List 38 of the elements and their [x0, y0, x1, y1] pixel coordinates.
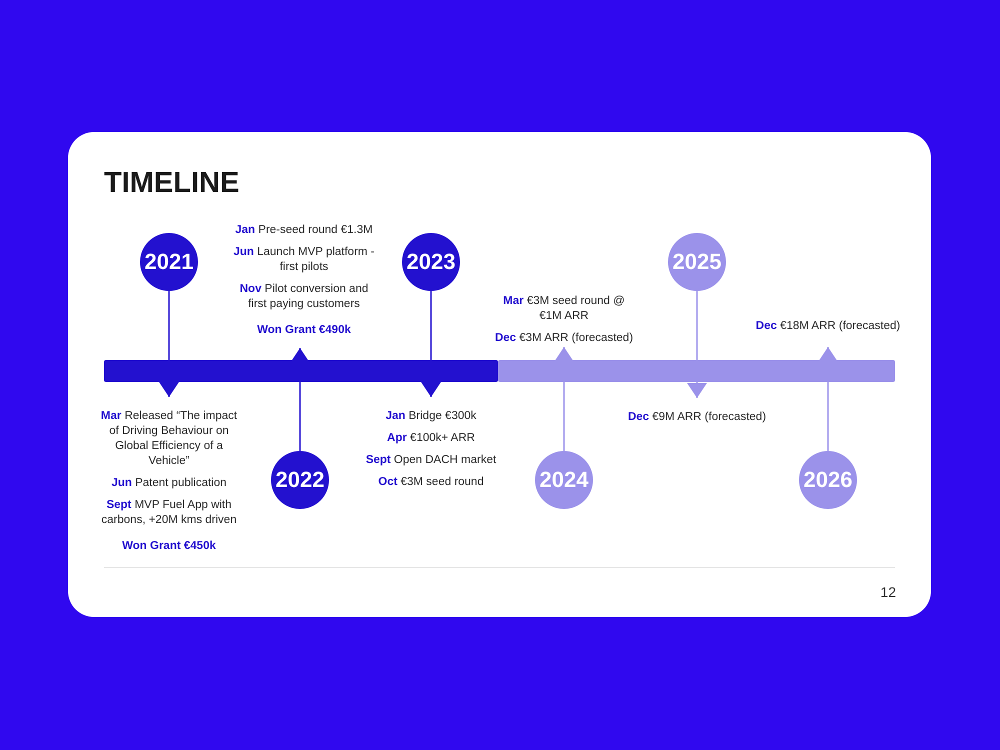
pointer-arrow — [421, 382, 441, 397]
connector-line — [827, 382, 829, 451]
year-label: 2025 — [672, 249, 722, 275]
connector-line — [168, 291, 170, 360]
milestone-text: Jan Bridge €300k — [384, 409, 478, 424]
connector-line — [430, 291, 432, 360]
year-label: 2021 — [144, 249, 194, 275]
year-label: 2026 — [804, 467, 852, 493]
milestone-text: Jan Pre-seed round €1.3M — [234, 223, 374, 238]
year-label: 2024 — [540, 467, 588, 493]
milestone-text: Apr €100k+ ARR — [386, 431, 476, 446]
milestone-text: Mar Released “The impact of Driving Behaviour on Global Efficiency of a Vehicle” — [100, 409, 238, 469]
slide-title: TIMELINE — [104, 166, 240, 200]
milestone-text: Nov Pilot conversion and first paying customers — [238, 282, 370, 312]
connector-line — [696, 291, 698, 360]
pointer-arrow — [687, 382, 707, 398]
pointer-arrow — [159, 382, 179, 397]
milestone-text: Sept MVP Fuel App with carbons, +20M kms driven — [100, 498, 238, 528]
connector-line — [563, 382, 565, 451]
pointer-arrow — [290, 348, 310, 363]
timeline-bar — [104, 360, 498, 382]
pointer-arrow — [554, 347, 574, 362]
milestone-text: Mar €3M seed round @ €1M ARR — [502, 294, 626, 324]
milestone-text: Jun Launch MVP platform - first pilots — [232, 245, 376, 275]
milestone-text: Oct €3M seed round — [377, 475, 485, 490]
year-label: 2022 — [276, 467, 324, 493]
milestone-text: Dec €3M ARR (forecasted) — [494, 331, 634, 346]
milestone-text: Sept Open DACH market — [364, 453, 498, 468]
connector-line — [299, 382, 301, 451]
milestone-text: Dec €9M ARR (forecasted) — [626, 410, 768, 425]
milestone-text: Jun Patent publication — [110, 476, 228, 491]
milestone-text: Dec €18M ARR (forecasted) — [754, 319, 902, 334]
year-label: 2023 — [406, 249, 456, 275]
grant-text: Won Grant €490k — [256, 323, 352, 338]
pointer-arrow — [818, 347, 838, 362]
page-number: 12 — [880, 583, 896, 601]
grant-text: Won Grant €450k — [121, 539, 217, 554]
timeline-bar — [498, 360, 895, 382]
